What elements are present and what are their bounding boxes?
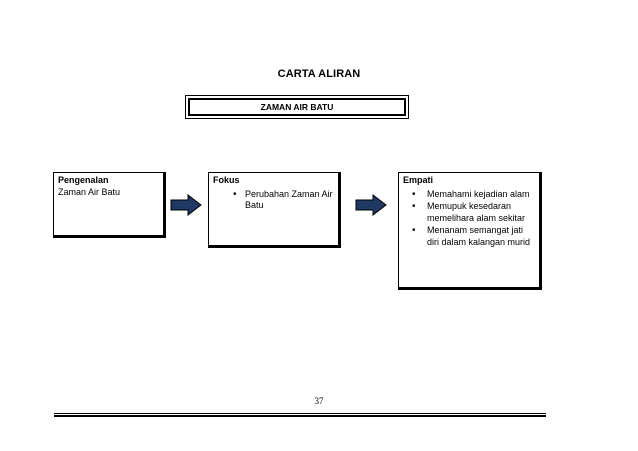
card-empathy: Empati Memahami kejadian alam Memupuk ke… [398, 172, 542, 290]
flowchart-title: CARTA ALIRAN [277, 68, 361, 80]
card-empathy-item: Memahami kejadian alam [403, 189, 535, 201]
card-focus-list: Perubahan Zaman Air Batu [213, 189, 334, 212]
card-introduction-body: Zaman Air Batu [58, 186, 121, 197]
card-empathy-heading: Empati [403, 175, 434, 185]
topic-header-label: ZAMAN AIR BATU [188, 98, 406, 116]
footer-rule [54, 413, 546, 417]
card-introduction-heading: Pengenalan [58, 175, 109, 185]
card-introduction: Pengenalan Zaman Air Batu [53, 172, 166, 238]
card-empathy-item: Memupuk kesedaran memelihara alam sekita… [403, 201, 535, 224]
page-number: 37 [314, 396, 324, 406]
card-focus-item: Perubahan Zaman Air Batu [213, 189, 334, 212]
card-empathy-list: Memahami kejadian alam Memupuk kesedaran… [403, 189, 535, 249]
topic-header-box: ZAMAN AIR BATU [185, 95, 409, 119]
card-empathy-item: Menanam semangat jati diri dalam kalanga… [403, 225, 535, 248]
arrow-right-icon [170, 194, 202, 216]
card-focus-heading: Fokus [213, 175, 240, 185]
card-focus: Fokus Perubahan Zaman Air Batu [208, 172, 341, 248]
arrow-right-icon [355, 194, 387, 216]
